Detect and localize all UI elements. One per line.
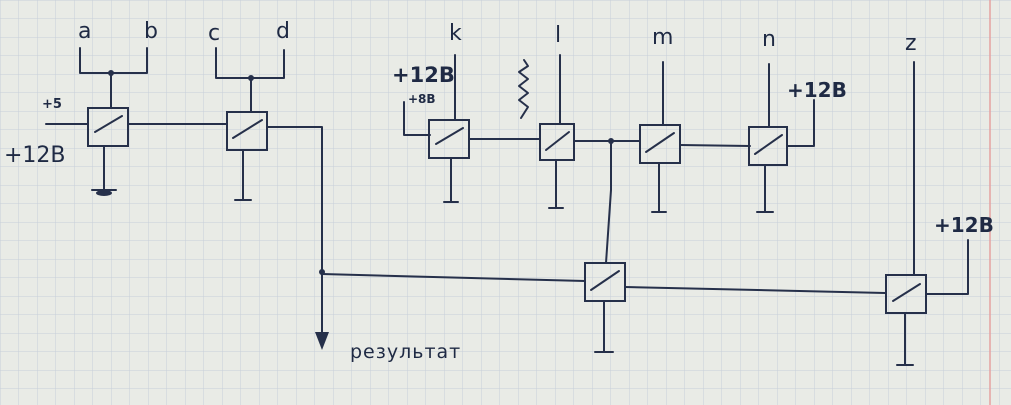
wire-m-n [679, 144, 751, 147]
wire-k-supply [403, 101, 431, 136]
supply-n: +12В [787, 78, 847, 102]
supply-left-corrected: +5 [42, 97, 62, 112]
label-d: d [276, 19, 290, 44]
output-arrow-icon [315, 332, 329, 350]
label-k: k [449, 21, 462, 46]
output-label: результат [350, 341, 461, 363]
supply-k-main: +12В [392, 63, 455, 87]
supply-k-corrected: +8В [408, 92, 436, 106]
supply-z: +12В [934, 213, 994, 237]
scribble-l [518, 59, 529, 119]
ground-relay-l [548, 159, 564, 209]
label-n: n [762, 27, 776, 52]
ground-relay-k [443, 157, 459, 203]
ground-relay-m [651, 162, 667, 213]
label-m: m [652, 25, 673, 50]
fork-ab [79, 47, 148, 109]
ground-relay-bottom-middle [594, 300, 614, 353]
wire-junction-down [605, 140, 612, 264]
label-z: z [905, 31, 917, 56]
wire-relay2-out [266, 126, 323, 273]
label-b: b [144, 19, 158, 44]
label-a: a [78, 19, 91, 44]
supply-left-main: +12В [4, 143, 66, 168]
wire-n-supply [786, 99, 815, 147]
label-c: c [208, 21, 220, 46]
ground-relay-n [756, 164, 774, 213]
relay-1 [87, 107, 129, 147]
label-l: l [555, 23, 561, 48]
wire-bottom-bus [321, 273, 886, 294]
relay-2 [226, 111, 268, 151]
ground-relay-z [896, 312, 914, 366]
fork-cd [215, 47, 285, 113]
wire-z-supply [925, 239, 969, 295]
ground-relay2 [234, 149, 252, 201]
ground-relay1 [91, 145, 117, 196]
